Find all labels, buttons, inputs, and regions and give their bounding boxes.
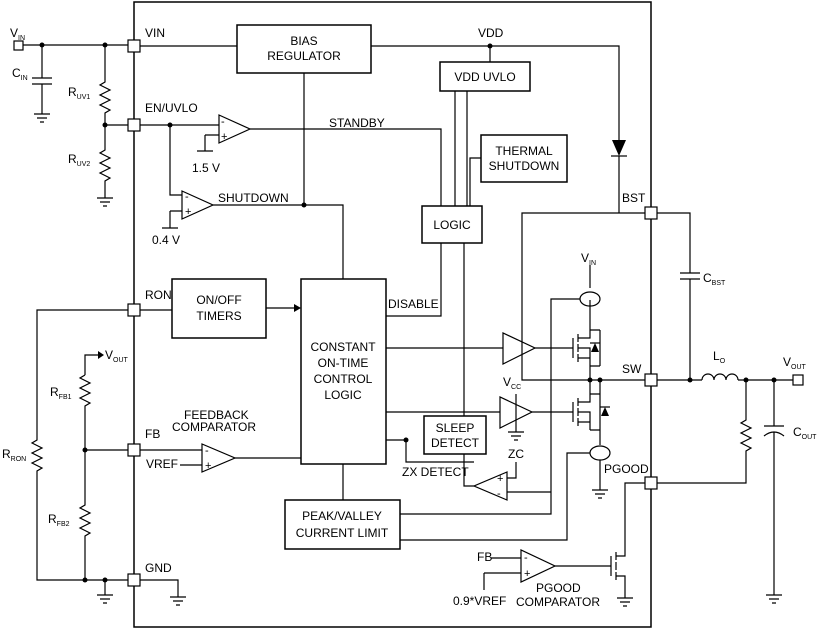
vdd-uvlo-label: VDD UVLO xyxy=(454,70,515,84)
standby-minus: - xyxy=(221,116,225,128)
peak-valley-line2: CURRENT LIMIT xyxy=(296,526,389,540)
vout-terminal xyxy=(792,374,804,386)
feedback-comparator xyxy=(201,443,237,473)
zx-minus: - xyxy=(497,488,501,500)
pin-gnd-label: GND xyxy=(145,561,172,575)
rron-label: RRON xyxy=(2,447,26,463)
on-off-timers-line1: ON/OFF xyxy=(196,293,241,307)
cbst-label: CBST xyxy=(703,271,726,287)
standby-plus: + xyxy=(221,131,227,143)
pin-en-uvlo xyxy=(127,118,141,132)
pgood-fet xyxy=(555,545,626,598)
low-side-fet xyxy=(532,394,591,430)
inductor-lo xyxy=(701,373,739,381)
ref-0v4: 0.4 V xyxy=(152,233,180,247)
ruv1-label: RUV1 xyxy=(68,85,90,101)
uv-divider xyxy=(97,45,113,207)
cot-line2: ON-TIME xyxy=(318,356,369,370)
thermal-shutdown-line2: SHUTDOWN xyxy=(489,159,560,173)
ruv2-label: RUV2 xyxy=(68,152,90,168)
bias-regulator-block xyxy=(236,24,372,74)
cot-line1: CONSTANT xyxy=(310,340,376,354)
fb-comp-line1: FEEDBACK xyxy=(184,408,249,422)
vout-label: VOUT xyxy=(783,355,807,371)
vdd-label: VDD xyxy=(478,26,504,40)
pgood-pullup xyxy=(657,380,753,484)
zc-label: ZC xyxy=(508,447,524,461)
high-side-fet xyxy=(535,330,591,366)
vcc-label: VCC xyxy=(503,375,521,391)
bias-regulator-line2: REGULATOR xyxy=(267,49,341,63)
pin-bst xyxy=(644,206,658,220)
vin-label: VIN xyxy=(10,26,25,42)
fb-divider xyxy=(78,374,92,580)
standby-comparator xyxy=(218,114,252,144)
cot-line3: CONTROL xyxy=(314,372,373,386)
thermal-shutdown-block xyxy=(480,134,568,183)
lo-label: LO xyxy=(713,349,726,365)
pgood-comparator xyxy=(520,549,557,583)
on-off-timers-line2: TIMERS xyxy=(196,309,241,323)
cin-label: CIN xyxy=(12,66,28,82)
peak-valley-line1: PEAK/VALLEY xyxy=(302,509,382,523)
standby-label: STANDBY xyxy=(329,116,385,130)
pgood-comp-line2: COMPARATOR xyxy=(516,595,600,609)
high-side-driver xyxy=(502,332,537,365)
zx-comparator xyxy=(472,471,508,501)
rfb2-label: RFB2 xyxy=(48,512,70,528)
zx-detect-label: ZX DETECT xyxy=(402,465,469,479)
vin-terminal xyxy=(13,40,24,51)
pin-sw-label: SW xyxy=(622,362,642,376)
pin-ron xyxy=(127,303,141,317)
cot-control-block xyxy=(300,278,387,465)
pgood-comp-line1: PGOOD xyxy=(536,581,581,595)
bst-capacitor xyxy=(657,212,700,380)
vout-fb-label: VOUT xyxy=(105,348,129,364)
sleep-detect-line2: DETECT xyxy=(431,436,480,450)
cot-line4: LOGIC xyxy=(324,388,362,402)
cout-capacitor xyxy=(763,380,785,604)
shutdown-comparator xyxy=(181,190,215,220)
cout-label: COUT xyxy=(793,425,817,441)
pin-fb xyxy=(127,443,141,457)
disable-label: DISABLE xyxy=(388,297,439,311)
sleep-detect-block xyxy=(423,415,487,455)
pin-en-uvlo-label: EN/UVLO xyxy=(145,101,198,115)
shutdown-minus: - xyxy=(185,191,189,203)
bias-regulator-line1: BIAS xyxy=(290,34,317,48)
pin-fb-label: FB xyxy=(145,427,160,441)
pin-sw xyxy=(644,373,658,387)
sleep-detect-line1: SLEEP xyxy=(436,421,475,435)
shutdown-label: SHUTDOWN xyxy=(218,191,289,205)
pgood-plus: + xyxy=(524,568,530,580)
vin-hs-label: VIN xyxy=(581,251,596,267)
pin-vin xyxy=(127,39,141,53)
vdd-uvlo-block xyxy=(439,61,531,92)
pin-vin-label: VIN xyxy=(145,26,165,40)
on-off-timers-block xyxy=(171,278,267,339)
fb-plus: + xyxy=(205,460,211,472)
logic-block xyxy=(421,205,483,244)
pgood-minus: - xyxy=(524,552,528,564)
shutdown-plus: + xyxy=(185,206,191,218)
rfb1-label: RFB1 xyxy=(50,385,72,401)
thermal-shutdown-line1: THERMAL xyxy=(495,144,553,158)
vref-label: VREF xyxy=(146,457,178,471)
pin-pgood-label: PGOOD xyxy=(604,462,649,476)
peak-valley-block xyxy=(284,499,401,550)
pin-gnd xyxy=(127,573,141,587)
cin-capacitor xyxy=(32,45,52,123)
logic-label: LOGIC xyxy=(433,218,471,232)
ref-1v5: 1.5 V xyxy=(192,161,220,175)
pin-pgood xyxy=(644,476,658,490)
zx-plus: + xyxy=(497,473,503,485)
rron-resistor xyxy=(30,309,128,581)
pgood-fb-label: FB xyxy=(477,550,492,564)
pin-bst-label: BST xyxy=(622,191,646,205)
fb-minus: - xyxy=(205,445,209,457)
pgood-ref-label: 0.9*VREF xyxy=(453,594,506,608)
pin-ron-label: RON xyxy=(145,288,172,302)
fb-comp-line2: COMPARATOR xyxy=(172,420,256,434)
